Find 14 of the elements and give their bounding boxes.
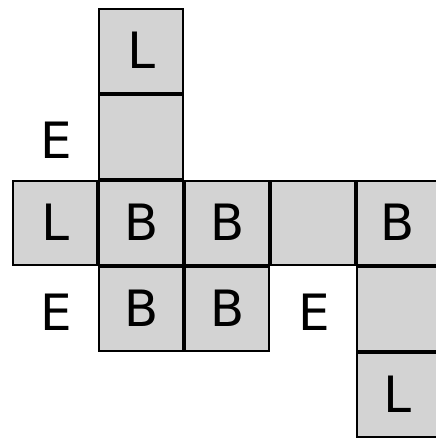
letter-label: E	[40, 288, 72, 338]
puzzle-cell: L	[12, 180, 98, 266]
puzzle-cell: B	[98, 180, 184, 266]
letter-label: E	[40, 116, 72, 166]
puzzle-cell	[356, 266, 436, 352]
puzzle-cell: B	[98, 266, 184, 352]
puzzle-cell: L	[356, 352, 436, 438]
puzzle-cell	[98, 94, 184, 180]
letter-label: E	[298, 288, 330, 338]
puzzle-cell: B	[184, 180, 270, 266]
puzzle-cell: B	[356, 180, 436, 266]
puzzle-cell: B	[184, 266, 270, 352]
puzzle-cell: L	[98, 8, 184, 94]
puzzle-cell	[270, 180, 356, 266]
